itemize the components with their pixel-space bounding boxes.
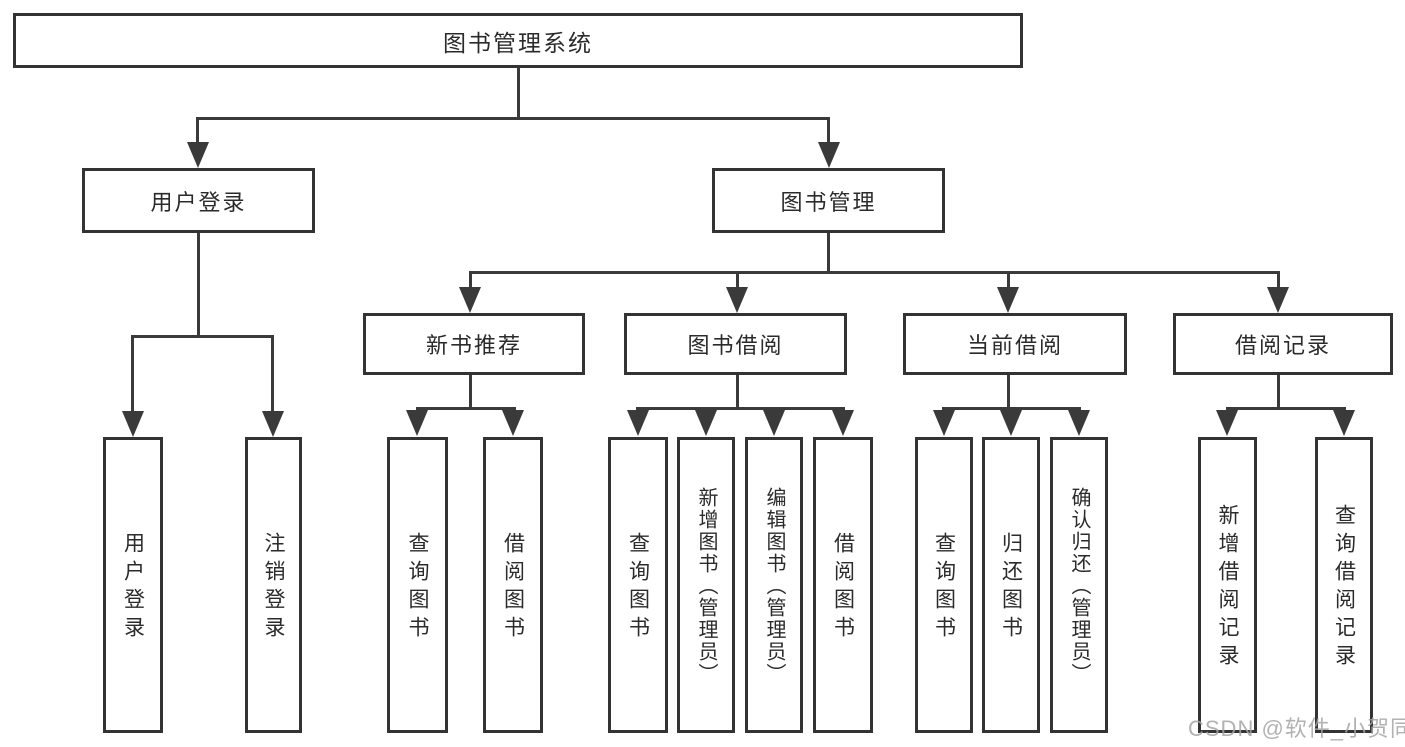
leaf-borrow-query-book: 查询图书 xyxy=(608,437,668,733)
arrowhead-down-icon xyxy=(997,287,1019,313)
connector-line xyxy=(736,271,739,289)
leaf-label: 查询图书 xyxy=(932,532,956,644)
leaf-current-return-book: 归还图书 xyxy=(982,437,1040,733)
leaf-logout: 注销登录 xyxy=(245,437,302,733)
connector-line xyxy=(517,68,520,117)
arrowhead-down-icon xyxy=(1068,410,1090,436)
leaf-label: 确认归还（管理员） xyxy=(1068,487,1090,685)
arrowhead-down-icon xyxy=(627,410,649,436)
node-user-login: 用户登录 xyxy=(82,168,315,233)
node-system-root: 图书管理系统 xyxy=(13,13,1023,68)
leaf-label: 查询借阅记录 xyxy=(1332,504,1356,672)
leaf-label: 用户登录 xyxy=(121,532,145,644)
connector-line xyxy=(636,407,845,410)
node-book-borrow: 图书借阅 xyxy=(624,313,847,375)
leaf-records-query-record: 查询借阅记录 xyxy=(1315,437,1373,733)
connector-line xyxy=(196,117,830,120)
node-book-management: 图书管理 xyxy=(712,168,945,233)
connector-line xyxy=(942,407,1081,410)
node-label: 图书管理 xyxy=(780,189,877,215)
csdn-watermark: CSDN @软件_小贺同学 xyxy=(1188,716,1405,741)
leaf-label: 新增借阅记录 xyxy=(1216,504,1239,672)
arrowhead-down-icon xyxy=(122,411,144,437)
node-label: 借阅记录 xyxy=(1234,333,1331,358)
arrowhead-down-icon xyxy=(406,410,428,436)
arrowhead-down-icon xyxy=(933,410,955,436)
connector-line xyxy=(271,335,274,413)
leaf-recommend-borrow-book: 借阅图书 xyxy=(483,437,543,733)
connector-line xyxy=(827,233,830,273)
connector-line xyxy=(1007,271,1010,289)
arrowhead-down-icon xyxy=(763,410,785,436)
leaf-label: 编辑图书（管理员） xyxy=(763,487,785,685)
leaf-current-query-book: 查询图书 xyxy=(915,437,973,733)
connector-line xyxy=(736,375,739,407)
leaf-label: 借阅图书 xyxy=(501,532,525,644)
leaf-borrow-borrow-book: 借阅图书 xyxy=(813,437,873,733)
leaf-records-add-record: 新增借阅记录 xyxy=(1198,437,1257,733)
connector-line xyxy=(469,271,472,289)
leaf-borrow-add-book-admin: 新增图书（管理员） xyxy=(677,437,735,733)
leaf-label: 归还图书 xyxy=(999,532,1023,644)
arrowhead-down-icon xyxy=(1000,410,1022,436)
node-label: 图书管理系统 xyxy=(443,29,593,56)
leaf-label: 注销登录 xyxy=(262,532,285,644)
arrowhead-down-icon xyxy=(1333,410,1355,436)
arrowhead-down-icon xyxy=(832,410,854,436)
connector-line xyxy=(197,233,200,335)
node-new-book-recommend: 新书推荐 xyxy=(363,313,585,375)
connector-line xyxy=(416,407,516,410)
connector-line xyxy=(131,335,274,338)
leaf-recommend-query-book: 查询图书 xyxy=(387,437,448,733)
node-borrow-records: 借阅记录 xyxy=(1173,313,1393,375)
leaf-user-login: 用户登录 xyxy=(103,437,163,733)
arrowhead-down-icon xyxy=(1216,410,1238,436)
connector-line xyxy=(131,335,134,413)
arrowhead-down-icon xyxy=(187,142,209,168)
node-label: 新书推荐 xyxy=(425,333,522,358)
connector-line xyxy=(469,271,1280,274)
node-current-borrow: 当前借阅 xyxy=(903,313,1127,375)
leaf-label: 查询图书 xyxy=(406,532,429,644)
arrowhead-down-icon xyxy=(502,410,524,436)
connector-line xyxy=(1277,375,1280,407)
leaf-current-confirm-return-admin: 确认归还（管理员） xyxy=(1050,437,1108,733)
arrowhead-down-icon xyxy=(726,287,748,313)
connector-line xyxy=(1007,375,1010,407)
leaf-borrow-edit-book-admin: 编辑图书（管理员） xyxy=(745,437,803,733)
leaf-label: 查询图书 xyxy=(626,532,650,644)
leaf-label: 新增图书（管理员） xyxy=(695,487,717,685)
node-label: 当前借阅 xyxy=(966,333,1063,358)
arrowhead-down-icon xyxy=(262,411,284,437)
node-label: 用户登录 xyxy=(150,189,247,215)
arrowhead-down-icon xyxy=(695,410,717,436)
connector-line xyxy=(827,117,830,145)
node-label: 图书借阅 xyxy=(687,333,784,358)
connector-line xyxy=(196,117,199,145)
arrowhead-down-icon xyxy=(1267,287,1289,313)
connector-line xyxy=(1226,407,1346,410)
connector-line xyxy=(469,375,472,407)
connector-line xyxy=(1277,271,1280,289)
leaf-label: 借阅图书 xyxy=(831,532,855,644)
arrowhead-down-icon xyxy=(818,142,840,168)
arrowhead-down-icon xyxy=(459,287,481,313)
